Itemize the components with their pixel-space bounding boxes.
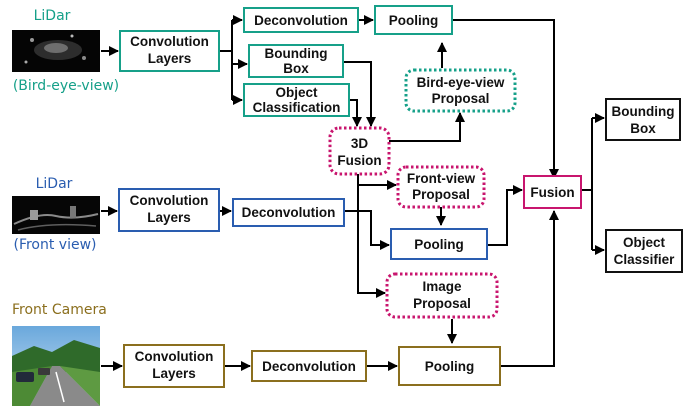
- front-camera-thumbnail: [12, 326, 100, 406]
- bbox-bev-label-1: Bounding: [265, 46, 328, 61]
- svg-text:Pooling: Pooling: [414, 237, 464, 252]
- fusion-box: Fusion: [523, 175, 582, 209]
- fv-proposal-label-2: Proposal: [412, 187, 470, 202]
- svg-text:Deconvolution: Deconvolution: [254, 13, 348, 28]
- arrow-objcls-to-3d-fusion: [349, 99, 362, 127]
- objcls-bev-box: Object Classification: [243, 83, 350, 117]
- svg-text:Image: Image: [422, 279, 462, 294]
- pool-bev-label: Pooling: [389, 13, 439, 28]
- fv-proposal-label-1: Front-view: [407, 171, 476, 186]
- svg-text:Fusion: Fusion: [530, 185, 574, 200]
- svg-text:Layers: Layers: [152, 366, 196, 381]
- deconv-fv-box: Deconvolution: [232, 198, 345, 227]
- svg-text:Pooling: Pooling: [425, 359, 475, 374]
- conv-fv-box: Convolution Layers: [118, 188, 220, 232]
- svg-text:Classifier: Classifier: [614, 252, 676, 267]
- lidar-front-view-thumbnail: [12, 196, 100, 234]
- svg-text:Front-view: Front-view: [407, 171, 476, 186]
- svg-text:Classification: Classification: [253, 100, 341, 115]
- svg-text:3D: 3D: [351, 136, 369, 151]
- lidar-bev-title: LiDar: [34, 8, 71, 24]
- svg-text:Layers: Layers: [147, 210, 191, 225]
- svg-text:Proposal: Proposal: [412, 187, 470, 202]
- pool-bev-box: Pooling: [374, 5, 453, 35]
- svg-text:Bounding: Bounding: [265, 46, 328, 61]
- bbox-bev-label-2: Box: [283, 61, 309, 76]
- objcls-output-label-1: Object: [623, 235, 666, 250]
- svg-text:Box: Box: [283, 61, 309, 76]
- arrow-bbox-to-3d-fusion: [343, 61, 376, 127]
- objcls-output-box: Object Classifier: [605, 229, 683, 273]
- deconv-bev-box: Deconvolution: [243, 7, 359, 33]
- arrow-3d-fusion-to-image-proposal: [357, 174, 386, 298]
- conv-cam-label-1: Convolution: [135, 349, 214, 364]
- lidar-front-view-subtitle: (Front view): [13, 237, 96, 253]
- svg-text:Fusion: Fusion: [337, 153, 381, 168]
- objcls-output-label-2: Classifier: [614, 252, 676, 267]
- svg-text:Convolution: Convolution: [135, 349, 214, 364]
- bbox-output-label-2: Box: [630, 121, 656, 136]
- image-proposal-label-2: Proposal: [413, 296, 471, 311]
- conv-cam-box: Convolution Layers: [123, 344, 225, 388]
- svg-text:Layers: Layers: [148, 51, 192, 66]
- deconv-cam-label: Deconvolution: [262, 359, 356, 374]
- svg-text:Bounding: Bounding: [612, 104, 675, 119]
- connectors: [101, 15, 605, 371]
- pool-cam-label: Pooling: [425, 359, 475, 374]
- svg-text:Proposal: Proposal: [413, 296, 471, 311]
- arrow-3d-fusion-to-bev-proposal: [389, 112, 465, 142]
- conv-cam-label-2: Layers: [152, 366, 196, 381]
- conv-bev-label-2: Layers: [148, 51, 192, 66]
- lidar-bev-subtitle: (Bird-eye-view): [13, 78, 119, 94]
- fusion-label: Fusion: [530, 185, 574, 200]
- svg-text:Bird-eye-view: Bird-eye-view: [417, 75, 505, 90]
- pool-fv-box: Pooling: [390, 228, 488, 260]
- conv-bev-label-1: Convolution: [130, 34, 209, 49]
- image-proposal-box: Image Proposal: [385, 272, 499, 319]
- lidar-front-view-title: LiDar: [36, 176, 73, 192]
- bev-proposal-box: Bird-eye-view Proposal: [404, 68, 517, 113]
- conv-fv-label-2: Layers: [147, 210, 191, 225]
- fusion-3d-label-1: 3D: [351, 136, 369, 151]
- objcls-bev-label-1: Object: [275, 85, 318, 100]
- pool-cam-box: Pooling: [398, 346, 501, 386]
- svg-text:Proposal: Proposal: [432, 91, 490, 106]
- arrow-deconv-fv-to-pool: [344, 210, 390, 250]
- fusion-3d-box: 3D Fusion: [328, 126, 391, 176]
- objcls-bev-label-2: Classification: [253, 100, 341, 115]
- fv-proposal-box: Front-view Proposal: [396, 165, 486, 209]
- svg-text:Object: Object: [275, 85, 318, 100]
- bbox-bev-box: Bounding Box: [248, 44, 344, 78]
- bev-proposal-label-1: Bird-eye-view: [417, 75, 505, 90]
- image-proposal-label-1: Image: [422, 279, 462, 294]
- svg-text:Deconvolution: Deconvolution: [242, 205, 336, 220]
- bev-proposal-label-2: Proposal: [432, 91, 490, 106]
- svg-text:Deconvolution: Deconvolution: [262, 359, 356, 374]
- svg-text:Box: Box: [630, 121, 656, 136]
- bbox-output-label-1: Bounding: [612, 104, 675, 119]
- conv-bev-box: Convolution Layers: [119, 30, 220, 72]
- lidar-bev-thumbnail: [12, 30, 100, 72]
- arrow-pool-bev-to-fusion: [452, 19, 559, 179]
- deconv-bev-label: Deconvolution: [254, 13, 348, 28]
- svg-text:Object: Object: [623, 235, 666, 250]
- deconv-fv-label: Deconvolution: [242, 205, 336, 220]
- conv-fv-label-1: Convolution: [130, 193, 209, 208]
- svg-text:Pooling: Pooling: [389, 13, 439, 28]
- front-camera-title: Front Camera: [12, 302, 107, 318]
- svg-text:Convolution: Convolution: [130, 34, 209, 49]
- arrow-pool-cam-to-fusion: [500, 210, 559, 367]
- arrow-pool-fv-to-fusion: [487, 185, 523, 246]
- deconv-cam-box: Deconvolution: [251, 350, 367, 382]
- fusion-3d-label-2: Fusion: [337, 153, 381, 168]
- pool-fv-label: Pooling: [414, 237, 464, 252]
- bbox-output-box: Bounding Box: [605, 98, 681, 141]
- svg-text:Convolution: Convolution: [130, 193, 209, 208]
